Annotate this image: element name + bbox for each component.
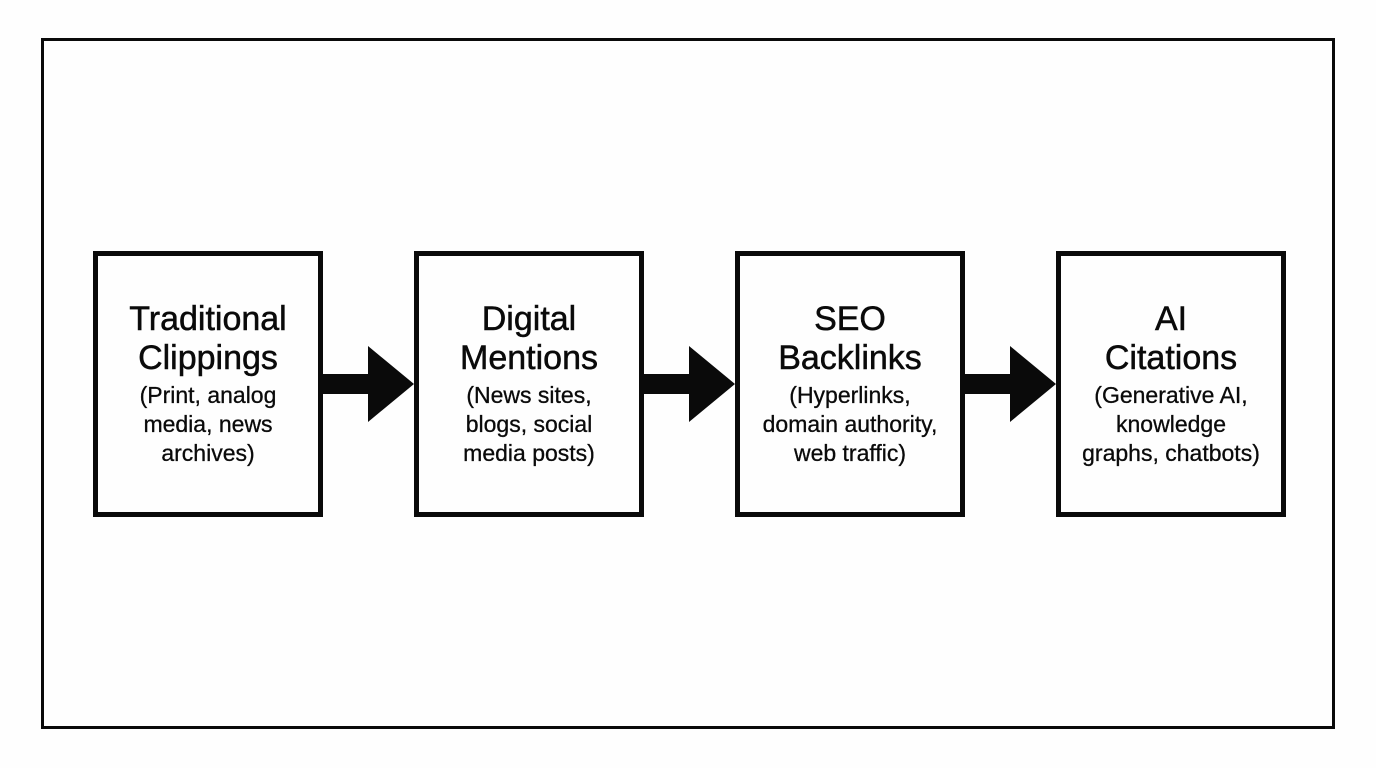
- arrow-right-shape: [965, 346, 1056, 422]
- arrow-right-shape: [323, 346, 414, 422]
- box-title: AI Citations: [1104, 300, 1238, 378]
- box-subtitle: (Hyperlinks, domain authority, web traff…: [762, 382, 938, 466]
- flow-diagram: Traditional Clippings (Print, analog med…: [93, 251, 1286, 517]
- arrow-right-icon: [965, 346, 1056, 422]
- box-subtitle: (Print, analog media, news archives): [139, 382, 277, 466]
- flow-box-ai-citations: AI Citations (Generative AI, knowledge g…: [1056, 251, 1286, 517]
- arrow-cell: [965, 251, 1056, 517]
- box-title: Digital Mentions: [460, 300, 598, 378]
- box-title: Traditional Clippings: [129, 300, 287, 378]
- box-subtitle: (News sites, blogs, social media posts): [463, 382, 595, 466]
- diagram-frame: Traditional Clippings (Print, analog med…: [41, 38, 1335, 729]
- arrow-cell: [323, 251, 414, 517]
- arrow-cell: [644, 251, 735, 517]
- flow-box-seo-backlinks: SEO Backlinks (Hyperlinks, domain author…: [735, 251, 965, 517]
- arrow-right-shape: [644, 346, 735, 422]
- arrow-right-icon: [323, 346, 414, 422]
- arrow-right-icon: [644, 346, 735, 422]
- flow-box-traditional-clippings: Traditional Clippings (Print, analog med…: [93, 251, 323, 517]
- flow-box-digital-mentions: Digital Mentions (News sites, blogs, soc…: [414, 251, 644, 517]
- box-title: SEO Backlinks: [778, 300, 922, 378]
- box-subtitle: (Generative AI, knowledge graphs, chatbo…: [1082, 382, 1260, 466]
